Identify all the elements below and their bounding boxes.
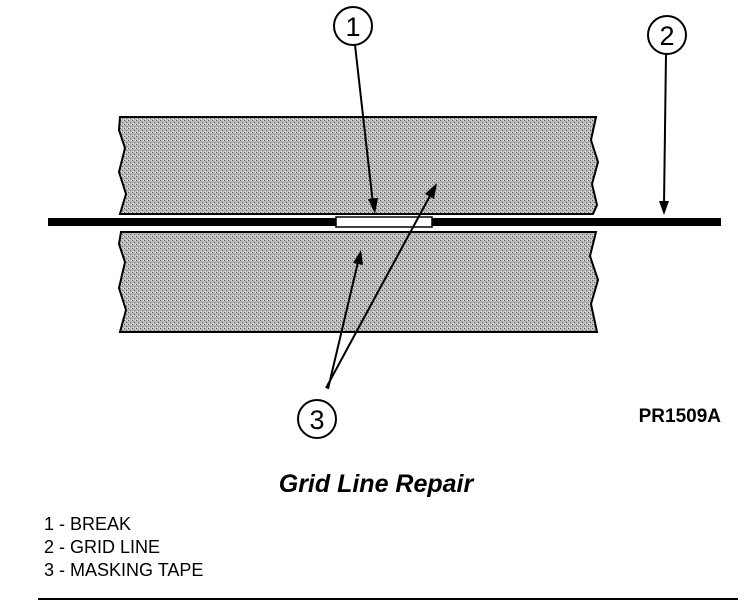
callout-3-circle (297, 399, 337, 439)
callout-1-leader (354, 44, 374, 205)
callout-1-number: 1 (345, 12, 360, 42)
figure-id: PR1509A (639, 406, 722, 427)
legend-list: 1 - BREAK 2 - GRID LINE 3 - MASKING TAPE (44, 513, 203, 582)
callout-2-leader (663, 53, 667, 206)
callout-3-arrowhead-lower (353, 250, 363, 265)
callout-2-circle (647, 15, 687, 55)
callout-3-leader-lower (327, 261, 359, 390)
callout-2-arrowhead (659, 201, 669, 215)
callout-1-circle (333, 6, 373, 46)
callout-3-number: 3 (309, 405, 324, 435)
legend-item-grid-line: 2 - GRID LINE (44, 537, 161, 557)
callout-3-leader-upper (325, 193, 432, 389)
grid-line-break (335, 216, 433, 228)
masking-tape-upper (117, 116, 600, 215)
masking-tape-lower (117, 231, 600, 333)
callout-1-arrowhead (368, 198, 378, 214)
figure-caption: Grid Line Repair (278, 470, 474, 498)
callout-2-number: 2 (659, 21, 674, 51)
grid-line-left-segment (48, 218, 336, 226)
bottom-rule (38, 598, 738, 600)
legend-item-break: 1 - BREAK (44, 514, 132, 534)
callout-3-arrowhead-upper (425, 183, 437, 199)
legend-item-masking-tape: 3 - MASKING TAPE (44, 560, 204, 580)
grid-line-right-segment (432, 218, 721, 226)
